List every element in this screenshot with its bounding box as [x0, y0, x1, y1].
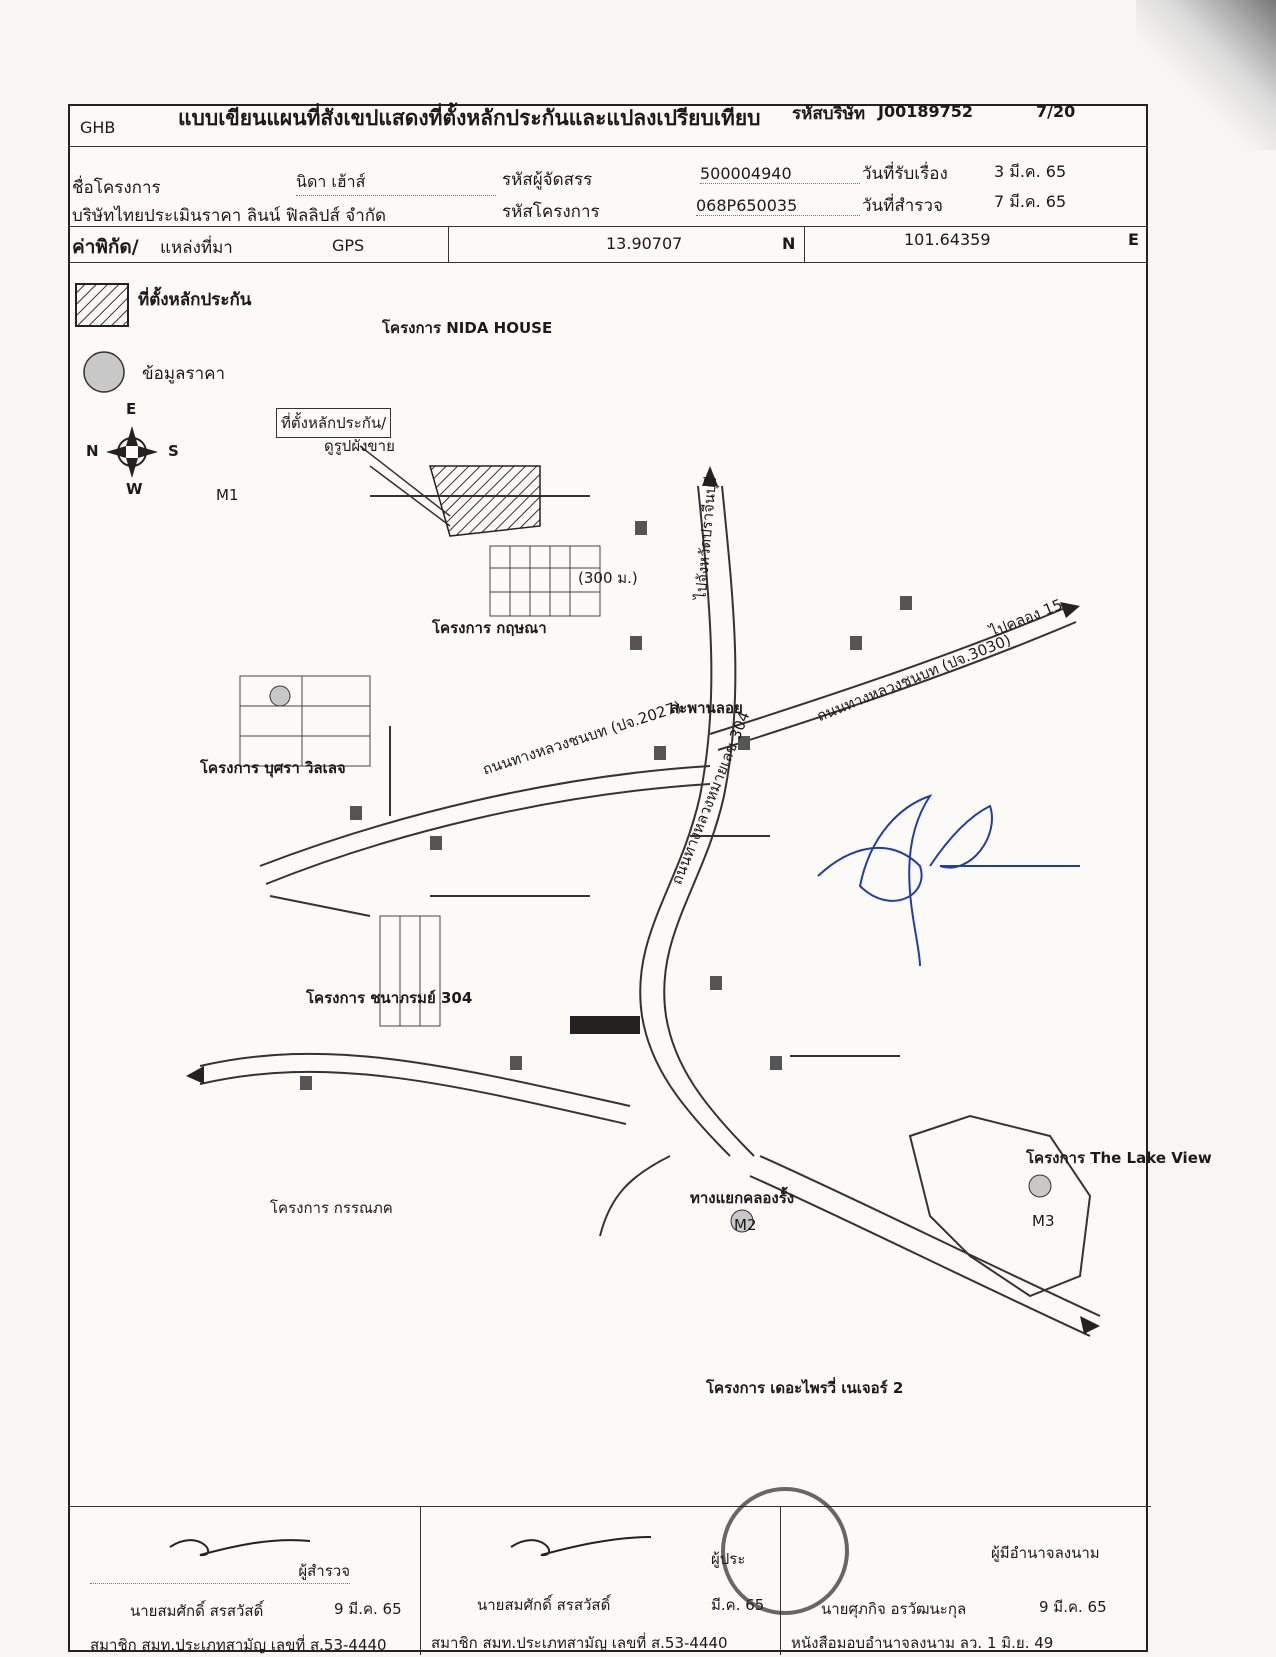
label-khlong-rang-junction: ทางแยกคลองรั้ง [690, 1189, 795, 1207]
location-sketch-map [75, 283, 1101, 1337]
reviewer-box: นายสมศักดิ์ สรสวัสดิ์ สมาชิก สมท.ประเภทส… [420, 1506, 781, 1655]
company-stamp-icon [721, 1487, 849, 1615]
building-block [570, 1016, 640, 1034]
divider [70, 262, 1146, 263]
collateral-plot [429, 465, 541, 537]
label-m3: M3 [1032, 1212, 1055, 1230]
scan-shadow [1136, 0, 1276, 150]
divider [70, 146, 1146, 147]
surveyor-box: ผู้สำรวจ นายสมศักดิ์ สรสวัสดิ์ 9 มี.ค. 6… [70, 1506, 420, 1655]
approver-authorization: หนังสือมอบอำนาจลงนาม ลว. 1 มิ.ย. 49 [791, 1634, 1054, 1652]
compass-e: E [126, 400, 137, 418]
legend-price-label: ข้อมูลราคา [142, 364, 226, 384]
project-code: 068P650035 [696, 196, 860, 216]
survey-date: 7 มี.ค. 65 [994, 192, 1067, 211]
surveyor-date: 9 มี.ค. 65 [334, 1600, 402, 1618]
approver-title: ผู้มีอำนาจลงนาม [991, 1544, 1100, 1562]
source-label: แหล่งที่มา [160, 238, 233, 258]
longitude-unit: E [1128, 230, 1139, 249]
price-data-legend-swatch [83, 351, 125, 393]
developer-code-label: รหัสผู้จัดสรร [502, 170, 593, 190]
page-number: 7/20 [1036, 102, 1076, 121]
project-code-label: รหัสโครงการ [502, 202, 600, 222]
reviewer-membership: สมาชิก สมท.ประเภทสามัญ เลขที่ ส.53-4440 [431, 1634, 728, 1652]
reviewer-name: นายสมศักดิ์ สรสวัสดิ์ [477, 1596, 611, 1614]
form-title: แบบเขียนแผนที่สังเขปแสดงที่ตั้งหลักประกั… [178, 106, 761, 130]
reviewer-signature [510, 1536, 652, 1557]
label-dist-300: (300 ม.) [578, 569, 638, 587]
company-name: บริษัทไทยประเมินราคา ลินน์ ฟิลลิปส์ จำกั… [72, 206, 387, 226]
ink-signature [817, 794, 1080, 967]
collateral-legend-swatch [75, 283, 129, 327]
developer-code: 500004940 [700, 164, 860, 184]
received-date-label: วันที่รับเรื่อง [862, 164, 948, 184]
company-code: J00189752 [878, 102, 974, 121]
label-kornok: โครงการ กรรณภค [270, 1199, 393, 1217]
label-supalai: โครงการ เดอะไพรวี่ เนเจอร์ 2 [706, 1379, 904, 1397]
busara-lots [239, 675, 371, 767]
label-kritsana: โครงการ กฤษณา [432, 619, 547, 637]
surveyor-name: นายสมศักดิ์ สรสวัสดิ์ [130, 1602, 264, 1620]
approver-date: 9 มี.ค. 65 [1039, 1598, 1107, 1616]
org-code: GHB [80, 118, 116, 137]
longitude: 101.64359 [904, 230, 991, 249]
arrow-to-khlong15 [1060, 602, 1080, 618]
building-icons [300, 521, 912, 1090]
compass-icon [106, 426, 158, 478]
survey-date-label: วันที่สำรวจ [862, 196, 943, 216]
approver-box: ผู้มีอำนาจลงนาม นายศุภกิจ อรวัฒนะกุล 9 ม… [721, 1487, 1151, 1655]
approver-name: นายศุภกิจ อรวัฒนะกุล [821, 1600, 967, 1618]
nida-lots [489, 545, 601, 617]
label-collateral-tag2: ดูรูปผังขาย [324, 437, 395, 455]
divider [70, 226, 1146, 227]
latitude: 13.90707 [606, 234, 683, 253]
label-m1: M1 [216, 486, 239, 504]
label-busara: โครงการ บุศรา วิลเลจ [200, 759, 346, 777]
label-m2: M2 [734, 1216, 757, 1234]
chanarom-lots [379, 915, 441, 1027]
surveyor-signature [169, 1539, 311, 1557]
surveyor-title: ผู้สำรวจ [90, 1559, 350, 1584]
gps-source: GPS [332, 236, 365, 255]
latitude-unit: N [782, 234, 796, 253]
project-label: ชื่อโครงการ [72, 178, 161, 198]
received-date: 3 มี.ค. 65 [994, 162, 1067, 181]
project-name: นิดา เฮ้าส์ [296, 170, 496, 196]
compass-n: N [86, 442, 99, 460]
company-code-label: รหัสบริษัท [792, 104, 866, 124]
surveyor-membership: สมาชิก สมท.ประเภทสามัญ เลขที่ ส.53-4440 [90, 1636, 387, 1654]
coords-label: ค่าพิกัด/ [72, 236, 139, 258]
arrow-to-prachinburi [702, 466, 718, 486]
label-lake-view: โครงการ The Lake View [1026, 1149, 1212, 1167]
legend-collateral-label: ที่ตั้งหลักประกัน [138, 290, 252, 310]
lake-view-outline [908, 1114, 1092, 1298]
compass-s: S [168, 442, 179, 460]
label-chanarom: โครงการ ชนาภรมย์ 304 [306, 989, 473, 1007]
label-nida: โครงการ NIDA HOUSE [382, 319, 553, 337]
label-bridge: สะพานลอย [670, 699, 743, 717]
compass-w: W [126, 480, 143, 498]
survey-form: GHB แบบเขียนแผนที่สังเขปแสดงที่ตั้งหลักป… [68, 102, 1212, 1655]
label-collateral-tag: ที่ตั้งหลักประกัน/ [276, 408, 392, 438]
